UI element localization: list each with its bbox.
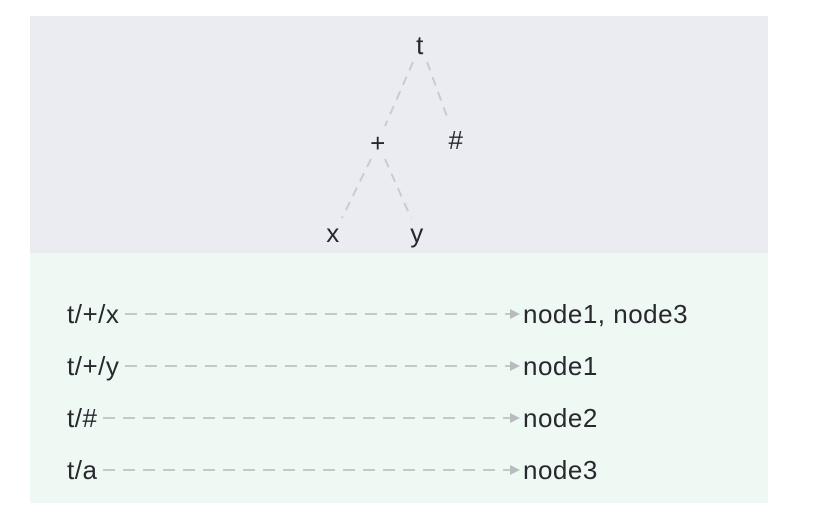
tree-edge-plus-y bbox=[384, 158, 412, 219]
topic-label: t/+/y bbox=[67, 351, 120, 381]
topic-label: t/+/x bbox=[67, 299, 120, 329]
arrow-right-icon bbox=[510, 465, 520, 475]
topic-tree-panel: t + # x y bbox=[30, 16, 768, 253]
topic-label: t/a bbox=[67, 455, 98, 485]
tree-edges bbox=[341, 61, 450, 219]
arrow-right-icon bbox=[510, 309, 520, 319]
mapping-row: t/a node3 bbox=[30, 444, 768, 496]
dashed-connector bbox=[103, 465, 520, 475]
topic-label: t/# bbox=[67, 403, 98, 433]
subscriber-label: node3 bbox=[523, 455, 598, 485]
dash-line bbox=[103, 417, 512, 419]
tree-edge-t-hash bbox=[426, 61, 450, 123]
dashed-connector bbox=[125, 361, 520, 371]
dash-line bbox=[125, 313, 512, 315]
mapping-row: t/+/y node1 bbox=[30, 340, 768, 392]
dash-line bbox=[103, 469, 512, 471]
tree-node-y: y bbox=[410, 218, 424, 248]
mapping-row: t/+/x node1, node3 bbox=[30, 288, 768, 340]
tree-edge-t-plus bbox=[384, 61, 414, 127]
tree-node-x: x bbox=[326, 218, 340, 248]
dashed-connector bbox=[103, 413, 520, 423]
dash-line bbox=[125, 365, 512, 367]
mapping-row: t/# node2 bbox=[30, 392, 768, 444]
subscriber-label: node2 bbox=[523, 403, 598, 433]
subscriber-label: node1 bbox=[523, 351, 598, 381]
arrow-right-icon bbox=[510, 361, 520, 371]
subscription-mapping-panel: t/+/x node1, node3 t/+/y node1 t/# node2 bbox=[30, 253, 768, 503]
tree-node-hash-wildcard: # bbox=[448, 125, 464, 155]
tree-node-plus-wildcard: + bbox=[370, 128, 386, 158]
dashed-connector bbox=[125, 309, 520, 319]
tree-node-root: t bbox=[416, 30, 424, 60]
tree-edge-plus-x bbox=[341, 158, 372, 219]
subscriber-label: node1, node3 bbox=[523, 299, 689, 329]
arrow-right-icon bbox=[510, 413, 520, 423]
